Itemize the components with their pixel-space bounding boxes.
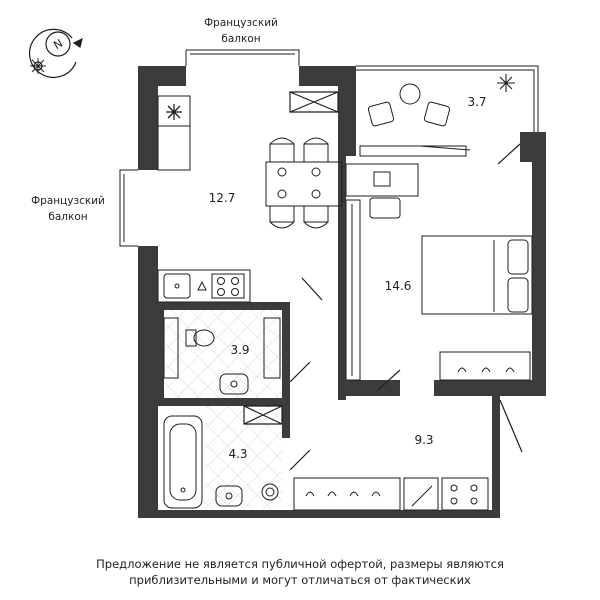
area-bedroom: 14.6 — [385, 279, 412, 293]
fridge-snowflake-icon — [166, 104, 182, 120]
balcony-label-top-line2: балкон — [221, 33, 260, 45]
area-bathroom: 4.3 — [228, 447, 247, 461]
loggia-outline — [356, 65, 539, 140]
floor-plan: N — [29, 17, 546, 518]
area-toilet: 3.9 — [230, 343, 249, 357]
doors — [243, 91, 523, 471]
disclaimer-line1: Предложение не является публичной оферто… — [96, 557, 504, 571]
french-balcony-left — [119, 169, 138, 247]
disclaimer-line2: приблизительными и могут отличаться от ф… — [129, 573, 471, 587]
toilet-tiles — [164, 310, 282, 398]
balcony-label-left-line2: балкон — [48, 211, 87, 223]
walls — [138, 66, 546, 518]
bedroom-partition — [345, 199, 361, 381]
bedroom-furniture — [345, 163, 533, 381]
loggia-snowflake-icon — [497, 74, 515, 92]
area-hall: 9.3 — [414, 433, 433, 447]
toilet-fixtures — [163, 317, 281, 395]
loggia-furniture — [359, 83, 471, 157]
balcony-label-top-line1: Французский — [204, 17, 278, 29]
kitchen-counter — [157, 95, 251, 303]
area-loggia: 3.7 — [467, 95, 486, 109]
disclaimer: Предложение не является публичной оферто… — [0, 556, 600, 588]
hall-furniture — [293, 477, 489, 511]
compass-letter: N — [51, 37, 65, 52]
french-balcony-top — [185, 49, 300, 66]
balcony-label-left-line1: Французский — [31, 195, 105, 207]
area-kitchen-living: 12.7 — [209, 191, 236, 205]
bath-fixtures — [163, 415, 279, 509]
dining-table — [265, 137, 343, 229]
compass-icon — [29, 28, 83, 78]
